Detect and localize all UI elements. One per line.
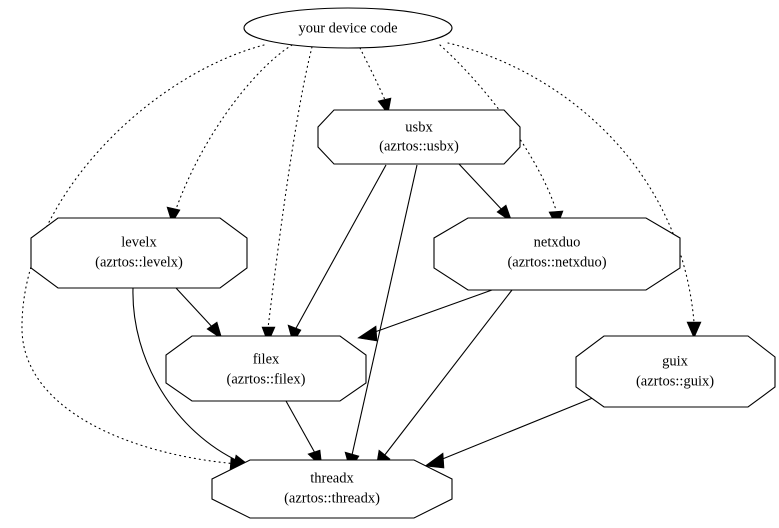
node-levelx-label-package: (azrtos::levelx) xyxy=(95,254,183,270)
node-guix-shape xyxy=(575,335,776,408)
node-guix-label-name: guix xyxy=(662,353,689,369)
node-filex-label-package: (azrtos::filex) xyxy=(227,371,306,387)
edge-usbx-to-threadx xyxy=(344,164,418,471)
node-netxduo-label-name: netxduo xyxy=(534,234,581,250)
edge-device-to-usbx xyxy=(359,47,392,115)
node-netxduo-shape xyxy=(433,217,681,291)
node-device-label: your device code xyxy=(298,20,397,36)
node-device-shape xyxy=(243,7,453,49)
edge-device-to-levelx xyxy=(166,44,293,224)
node-levelx-shape xyxy=(30,217,248,289)
node-levelx-label-name: levelx xyxy=(121,234,157,250)
node-usbx-shape xyxy=(317,109,521,165)
edge-filex-to-threadx xyxy=(285,400,323,468)
node-threadx-shape xyxy=(211,459,453,519)
edge-netxduo-to-threadx xyxy=(375,289,513,469)
node-guix-label-package: (azrtos::guix) xyxy=(636,373,714,389)
edge-guix-to-threadx xyxy=(424,394,601,469)
node-filex-label-name: filex xyxy=(253,351,280,367)
edge-usbx-to-filex xyxy=(287,164,387,344)
node-usbx-label-name: usbx xyxy=(405,119,433,135)
node-usbx[interactable]: usbx (azrtos::usbx) xyxy=(317,109,521,165)
node-threadx-label-name: threadx xyxy=(310,470,354,486)
node-guix[interactable]: guix (azrtos::guix) xyxy=(575,335,776,408)
node-levelx[interactable]: levelx (azrtos::levelx) xyxy=(30,217,248,289)
node-netxduo-label-package: (azrtos::netxduo) xyxy=(507,254,606,270)
node-netxduo[interactable]: netxduo (azrtos::netxduo) xyxy=(433,217,681,291)
node-usbx-label-package: (azrtos::usbx) xyxy=(379,138,459,154)
edge-device-to-filex xyxy=(261,46,313,344)
node-filex-shape xyxy=(165,335,367,402)
node-filex[interactable]: filex (azrtos::filex) xyxy=(165,335,367,402)
node-threadx-label-package: (azrtos::threadx) xyxy=(284,490,380,506)
node-threadx[interactable]: threadx (azrtos::threadx) xyxy=(211,459,453,519)
edge-levelx-to-filex xyxy=(175,287,223,340)
node-device[interactable]: your device code xyxy=(243,7,453,49)
edge-device-to-guix xyxy=(447,42,702,339)
edge-usbx-to-netxduo xyxy=(458,163,513,223)
edge-netxduo-to-filex xyxy=(357,289,493,342)
